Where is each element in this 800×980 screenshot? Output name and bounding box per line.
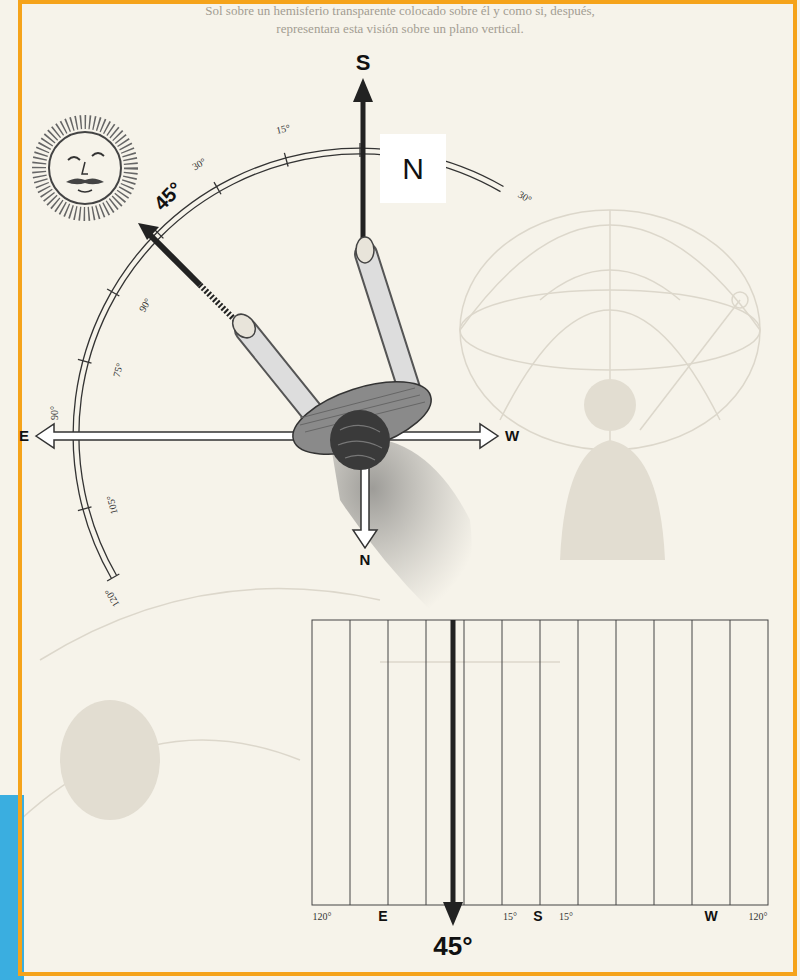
direction-label: N <box>360 552 371 569</box>
box-text: N <box>402 152 424 185</box>
axis-label: 15° <box>503 911 517 922</box>
east-west-arrow <box>36 424 498 448</box>
faint-text: Sol sobre un hemisferio transparente col… <box>205 4 595 18</box>
axis-label: 15° <box>559 911 573 922</box>
direction-label: S <box>356 51 371 75</box>
degree-label: 75° <box>111 362 125 378</box>
degree-label: 90° <box>49 406 60 420</box>
axis-label: W <box>704 909 717 924</box>
degree-label: 30° <box>190 156 208 173</box>
degree-label: 30° <box>516 189 534 206</box>
south-arrow <box>361 98 366 250</box>
sun-arrow <box>150 235 200 285</box>
faint-figure <box>60 379 665 820</box>
label-box: N <box>380 134 446 203</box>
north-arrow <box>353 460 377 548</box>
degree-label: 90° <box>137 296 154 314</box>
angle-label: 45° <box>433 932 472 961</box>
direction-label: E <box>19 428 29 445</box>
person <box>228 237 440 470</box>
faint-text: representara esta visión sobre un plano … <box>276 22 523 36</box>
degree-label: 15° <box>275 122 291 136</box>
frame <box>20 2 795 974</box>
projection-grid <box>312 620 768 905</box>
degree-label: 120° <box>102 587 121 609</box>
faint-drawing <box>20 210 760 820</box>
sun <box>39 122 131 214</box>
axis-label: 120° <box>749 911 768 922</box>
axis-label: S <box>533 909 542 924</box>
axis-label: E <box>378 909 387 924</box>
projection-arrow <box>451 620 456 905</box>
angle-label: 45° <box>150 178 187 215</box>
arrow-head <box>353 78 373 102</box>
axis-label: 120° <box>313 911 332 922</box>
degree-label: 105° <box>104 494 120 515</box>
arrow-head <box>443 902 463 926</box>
arrow-head <box>138 223 159 240</box>
direction-label: W <box>505 428 519 445</box>
